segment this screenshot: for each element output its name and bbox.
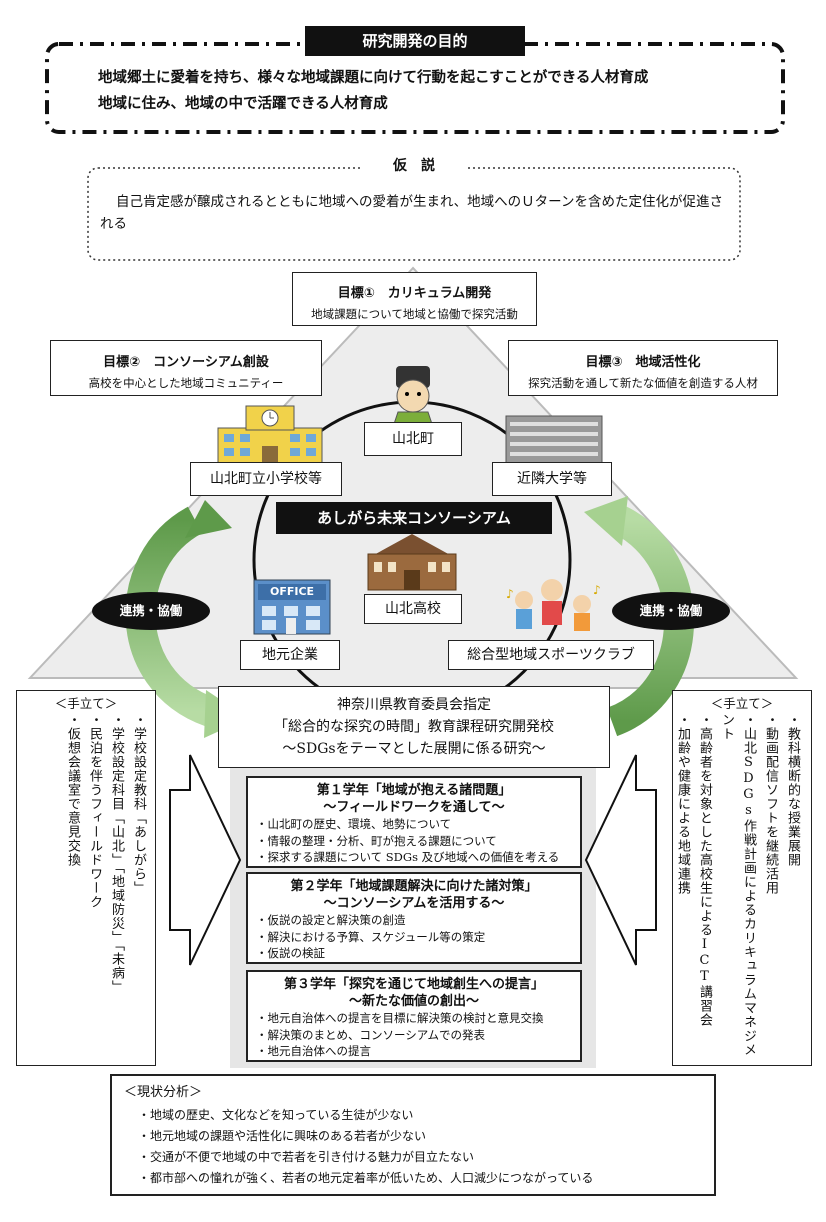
year-3-subtitle: ～新たな価値の創出～ xyxy=(348,994,479,1009)
right-arrow-head xyxy=(584,496,628,546)
designation-box: 神奈川県教育委員会指定 「総合的な探究の時間」教育課程研究開発校 ～SDGsをテ… xyxy=(218,686,610,768)
year-3-item: ・解決策のまとめ、コンソーシアムでの発表 xyxy=(256,1027,485,1042)
analysis-item: ・地域の歴史、文化などを知っている生徒が少ない xyxy=(138,1108,414,1122)
office-building-icon xyxy=(253,579,331,635)
year-1-item: ・探求する課題について SDGs 及び地域への価値を考える xyxy=(256,850,560,864)
svg-text:♪: ♪ xyxy=(506,587,514,601)
member-company: 地元企業 xyxy=(240,640,340,670)
means-left-item: ・民泊を伴うフィールドワーク xyxy=(87,713,102,909)
analysis-item: ・地元地域の課題や活性化に興味のある若者が少ない xyxy=(138,1129,427,1143)
means-right-item: ・山北SDGs作戦計画によるカリキュラムマネジメント xyxy=(719,713,756,1057)
member-town: 山北町 xyxy=(364,422,462,456)
analysis-box: ＜現状分析＞ ・地域の歴史、文化などを知っている生徒が少ない ・地元地域の課題や… xyxy=(110,1074,716,1196)
purpose-frame xyxy=(45,42,785,134)
analysis-title: ＜現状分析＞ xyxy=(124,1085,203,1100)
year-1-subtitle: ～フィールドワークを通して～ xyxy=(323,800,505,815)
hypothesis-text: 自己肯定感が醸成されるとともに地域への愛着が生まれ、地域へのＵターンを含めた定住… xyxy=(100,194,723,232)
year-2-item: ・解決における予算、スケジュール等の策定 xyxy=(256,929,486,944)
means-left-item: ・学校設定科目「山北」「地域防災」「未病」 xyxy=(109,713,124,994)
goal-3-desc: 探究活動を通して新たな価値を創造する人材 xyxy=(528,376,758,390)
left-outline-arrow xyxy=(169,754,242,966)
year-2-box: 第２学年「地域課題解決に向けた諸対策」 ～コンソーシアムを活用する～ ・仮説の設… xyxy=(246,872,582,964)
goal-1-box: 目標① カリキュラム開発 地域課題について地域と協働で探究活動 xyxy=(292,272,537,326)
member-elementary-school: 山北町立小学校等 xyxy=(190,462,342,496)
purpose-title: 研究開発の目的 xyxy=(305,26,525,56)
highschool-building-icon xyxy=(367,534,457,591)
member-highschool: 山北高校 xyxy=(364,594,462,624)
designation-line-1: 神奈川県教育委員会指定 xyxy=(337,697,491,713)
kids-icon: ♪ ♪ xyxy=(506,579,601,631)
means-right-item: ・動画配信ソフトを継続活用 xyxy=(763,713,778,895)
cooperation-left: 連携・協働 xyxy=(92,592,210,630)
year-3-item: ・地元自治体への提言 xyxy=(256,1044,371,1058)
analysis-item: ・都市部への憧れが強く、若者の地元定着率が低いため、人口減少につながっている xyxy=(138,1171,594,1185)
designation-line-2: 「総合的な探究の時間」教育課程研究開発校 xyxy=(274,719,554,735)
school-building-icon xyxy=(217,405,323,467)
means-right-box: ＜手立て＞ ・教科横断的な授業展開 ・動画配信ソフトを継続活用 ・山北SDGs作… xyxy=(672,690,812,1066)
consortium-title: あしがら未来コンソーシアム xyxy=(276,502,552,534)
mascot-icon xyxy=(393,366,433,425)
goal-1-title: 目標① カリキュラム開発 xyxy=(337,286,492,301)
svg-text:♪: ♪ xyxy=(593,583,601,597)
purpose-line-1: 地域郷土に愛着を持ち、様々な地域課題に向けて行動を起こすことができる人材育成 xyxy=(98,70,649,86)
office-sign: OFFICE xyxy=(269,585,315,598)
goal-3-title: 目標③ 地域活性化 xyxy=(585,355,701,370)
goal-2-title: 目標② コンソーシアム創設 xyxy=(103,355,269,370)
hypothesis-title: 仮 説 xyxy=(360,153,468,179)
goal-2-box: 目標② コンソーシアム創設 高校を中心とした地域コミュニティー xyxy=(50,340,322,396)
designation-line-3: ～SDGsをテーマとした展開に係る研究～ xyxy=(282,741,546,757)
means-right-title: ＜手立て＞ xyxy=(710,696,774,711)
goal-2-desc: 高校を中心とした地域コミュニティー xyxy=(88,376,284,390)
year-2-item: ・仮説の検証 xyxy=(256,946,325,960)
analysis-item: ・交通が不便で地域の中で若者を引き付ける魅力が目立たない xyxy=(138,1150,475,1164)
year-2-title: 第２学年「地域課題解決に向けた諸対策」 xyxy=(290,879,538,894)
member-university: 近隣大学等 xyxy=(492,462,612,496)
year-3-title: 第３学年「探究を通じて地域創生への提言」 xyxy=(283,977,544,992)
year-1-title: 第１学年「地域が抱える諸問題」 xyxy=(316,783,512,798)
year-2-item: ・仮説の設定と解決策の創造 xyxy=(256,913,406,927)
right-outline-arrow xyxy=(584,754,657,966)
means-left-title: ＜手立て＞ xyxy=(54,696,118,711)
means-right-item: ・教科横断的な授業展開 xyxy=(785,713,800,867)
means-right-item: ・加齢や健康による地域連携 xyxy=(675,713,690,895)
year-1-box: 第１学年「地域が抱える諸問題」 ～フィールドワークを通して～ ・山北町の歴史、環… xyxy=(246,776,582,868)
year-3-item: ・地元自治体への提言を目標に解決策の検討と意見交換 xyxy=(256,1011,544,1025)
university-building-icon xyxy=(505,415,603,465)
year-3-box: 第３学年「探究を通じて地域創生への提言」 ～新たな価値の創出～ ・地元自治体への… xyxy=(246,970,582,1062)
purpose-line-2: 地域に住み、地域の中で活躍できる人材育成 xyxy=(98,96,388,112)
year-1-item: ・山北町の歴史、環境、地勢について xyxy=(256,817,452,831)
means-right-item: ・高齢者を対象とした高校生によるICT講習会 xyxy=(697,713,712,1027)
means-left-item: ・学校設定教科「あしがら」 xyxy=(131,713,146,895)
cooperation-right: 連携・協働 xyxy=(612,592,730,630)
year-2-subtitle: ～コンソーシアムを活用する～ xyxy=(323,896,505,911)
year-1-item: ・情報の整理・分析、町が抱える課題について xyxy=(256,833,497,848)
means-left-box: ＜手立て＞ ・学校設定教科「あしがら」 ・学校設定科目「山北」「地域防災」「未病… xyxy=(16,690,156,1066)
goal-3-box: 目標③ 地域活性化 探究活動を通して新たな価値を創造する人材 xyxy=(508,340,778,396)
goal-1-desc: 地域課題について地域と協働で探究活動 xyxy=(311,307,518,321)
member-sports-club: 総合型地域スポーツクラブ xyxy=(448,640,654,670)
means-left-item: ・仮想会議室で意見交換 xyxy=(65,713,80,867)
